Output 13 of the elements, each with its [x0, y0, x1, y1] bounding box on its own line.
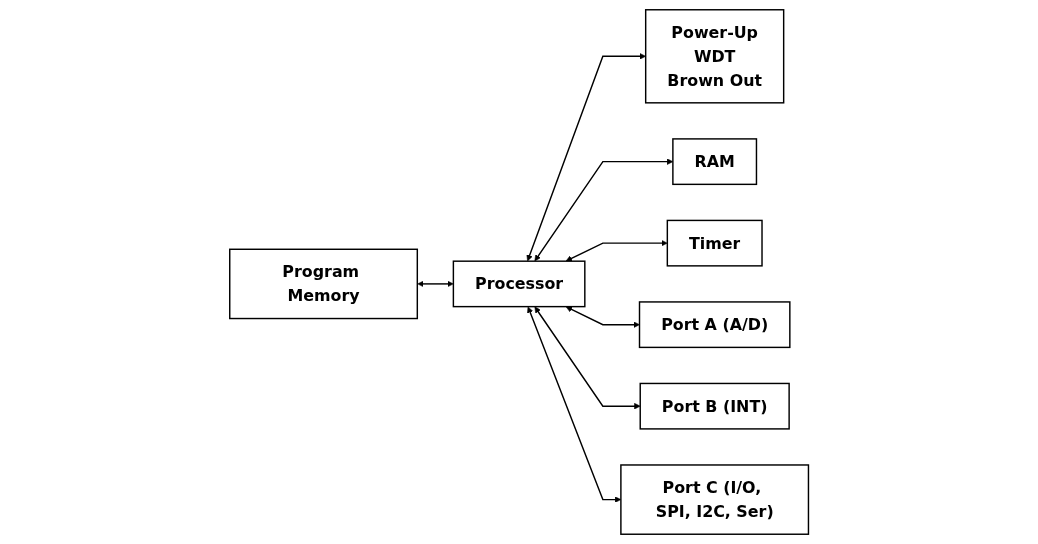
node-box: Timer [666, 219, 763, 267]
arrow [526, 53, 646, 262]
node-box: Processor [452, 260, 586, 308]
node-box: Port A (A/D) [638, 301, 791, 349]
node-box: Program Memory [228, 248, 418, 320]
node-box: RAM [672, 138, 758, 186]
node-box: Power-Up WDT Brown Out [644, 9, 785, 104]
node-box: Port B (INT) [639, 382, 790, 430]
node-box: Port C (I/O, SPI, I2C, Ser) [620, 464, 810, 535]
arrow [534, 306, 641, 410]
arrow [417, 280, 454, 288]
arrow [565, 239, 668, 262]
arrow [565, 306, 640, 328]
